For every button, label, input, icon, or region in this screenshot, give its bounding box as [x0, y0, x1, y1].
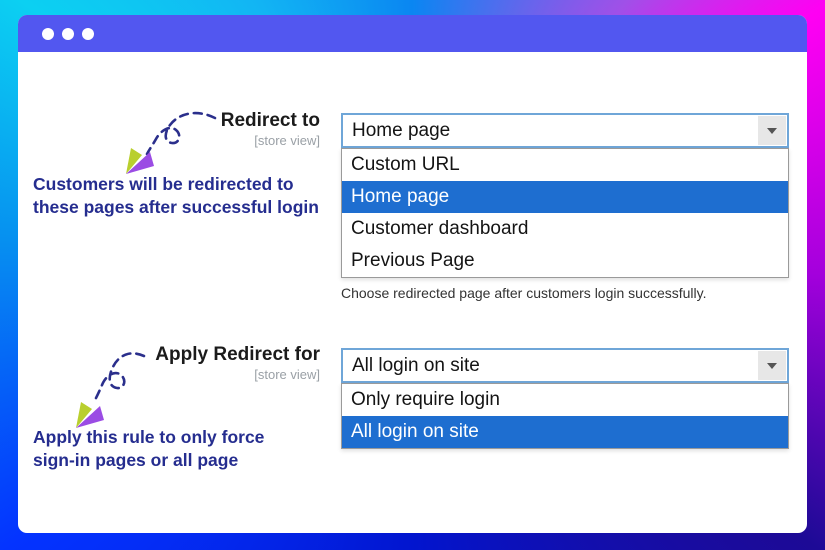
caret-down-icon	[767, 362, 777, 369]
dashed-arrow-icon	[76, 352, 146, 428]
field-label: Apply Redirect for	[155, 344, 320, 365]
window-control-dot[interactable]	[62, 27, 74, 40]
annotation-text: Apply this rule to only force sign-in pa…	[33, 426, 264, 472]
option-only-require-login[interactable]: Only require login	[351, 389, 500, 410]
select-value: Home page	[352, 119, 451, 141]
redirect-to-select[interactable]: Home page	[341, 113, 789, 148]
dropdown-arrow-button[interactable]	[758, 351, 786, 380]
annotation-line: sign-in pages or all page	[33, 450, 239, 470]
apply-redirect-options-list: Only require login All login on site	[341, 383, 789, 449]
option-customer-dashboard[interactable]: Customer dashboard	[351, 218, 529, 239]
annotation-line: Apply this rule to only force	[33, 427, 265, 447]
field-note: Choose redirected page after customers l…	[341, 285, 707, 301]
annotation-line: these pages after successful login	[33, 197, 319, 217]
browser-window: Redirect to [store view] Home page Custo…	[18, 15, 807, 533]
paper-plane-icon	[126, 148, 154, 174]
option-all-login-on-site[interactable]: All login on site	[342, 416, 788, 448]
annotation-line: Customers will be redirected to	[33, 174, 294, 194]
option-custom-url[interactable]: Custom URL	[351, 154, 460, 175]
paper-plane-icon	[76, 402, 104, 428]
annotation-text: Customers will be redirected to these pa…	[33, 173, 319, 219]
option-previous-page[interactable]: Previous Page	[351, 250, 475, 271]
select-value: All login on site	[352, 354, 480, 376]
caret-down-icon	[767, 127, 777, 134]
field-scope: [store view]	[254, 133, 320, 148]
window-control-dot[interactable]	[82, 27, 94, 40]
dashed-arrow-icon	[126, 111, 217, 174]
apply-redirect-for-select[interactable]: All login on site	[341, 348, 789, 383]
dropdown-arrow-button[interactable]	[758, 116, 786, 145]
apply-redirect-label-block: Apply Redirect for [store view]	[58, 344, 320, 383]
redirect-to-label-block: Redirect to [store view]	[58, 110, 320, 149]
window-control-dot[interactable]	[42, 27, 54, 40]
option-home-page[interactable]: Home page	[342, 181, 788, 213]
redirect-to-options-list: Custom URL Home page Customer dashboard …	[341, 148, 789, 278]
field-scope: [store view]	[254, 367, 320, 382]
window-titlebar	[18, 15, 807, 52]
field-label: Redirect to	[220, 110, 320, 131]
